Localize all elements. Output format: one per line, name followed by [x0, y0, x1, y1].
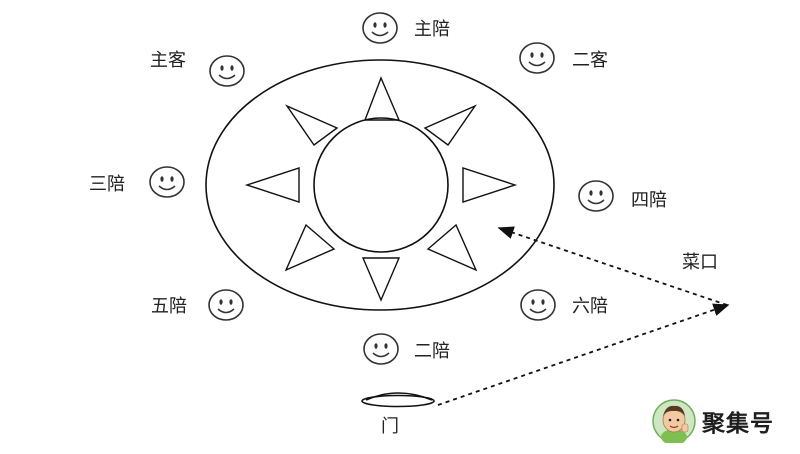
- triangle-top-left: [285, 104, 339, 146]
- triangle-top: [363, 76, 401, 121]
- mascot-avatar-icon: [652, 399, 696, 443]
- seat-label-top: 主陪: [414, 19, 450, 40]
- smiley-face-icon: [520, 289, 556, 321]
- smiley-face-icon: [362, 12, 398, 44]
- smiley-face-icon: [149, 166, 185, 198]
- smiley-face-icon: [519, 42, 555, 74]
- door-icon: [361, 392, 435, 408]
- smiley-face-icon: [363, 333, 399, 365]
- watermark-text: 聚集号: [702, 410, 774, 437]
- seat-label-top-left: 主客: [150, 50, 186, 71]
- triangle-left: [244, 167, 300, 203]
- smiley-face-icon: [209, 55, 245, 87]
- seat-label-right: 四陪: [631, 190, 667, 211]
- triangle-bottom: [361, 257, 401, 302]
- smiley-face-icon: [578, 180, 614, 212]
- lazy-susan-circle: [313, 117, 449, 253]
- seat-label-top-right: 二客: [572, 50, 608, 71]
- seat-label-bottom: 二陪: [414, 341, 450, 362]
- seat-label-bottom-left: 五陪: [151, 296, 187, 317]
- outer-table-ring: [205, 59, 555, 311]
- arrow-door-to-dish-entry: [437, 303, 730, 406]
- door-label: 门: [381, 416, 399, 437]
- triangle-bottom-right: [426, 223, 478, 272]
- dish-entry-label: 菜口: [682, 252, 718, 273]
- seat-label-bottom-right: 六陪: [572, 296, 608, 317]
- seat-label-left: 三陪: [89, 174, 125, 195]
- triangle-bottom-left: [284, 223, 336, 272]
- triangle-right: [462, 167, 518, 203]
- triangle-top-right: [423, 104, 477, 146]
- arrow-dish-entry-to-table: [497, 226, 728, 306]
- watermark: 聚集号: [652, 398, 774, 444]
- smiley-face-icon: [208, 289, 244, 321]
